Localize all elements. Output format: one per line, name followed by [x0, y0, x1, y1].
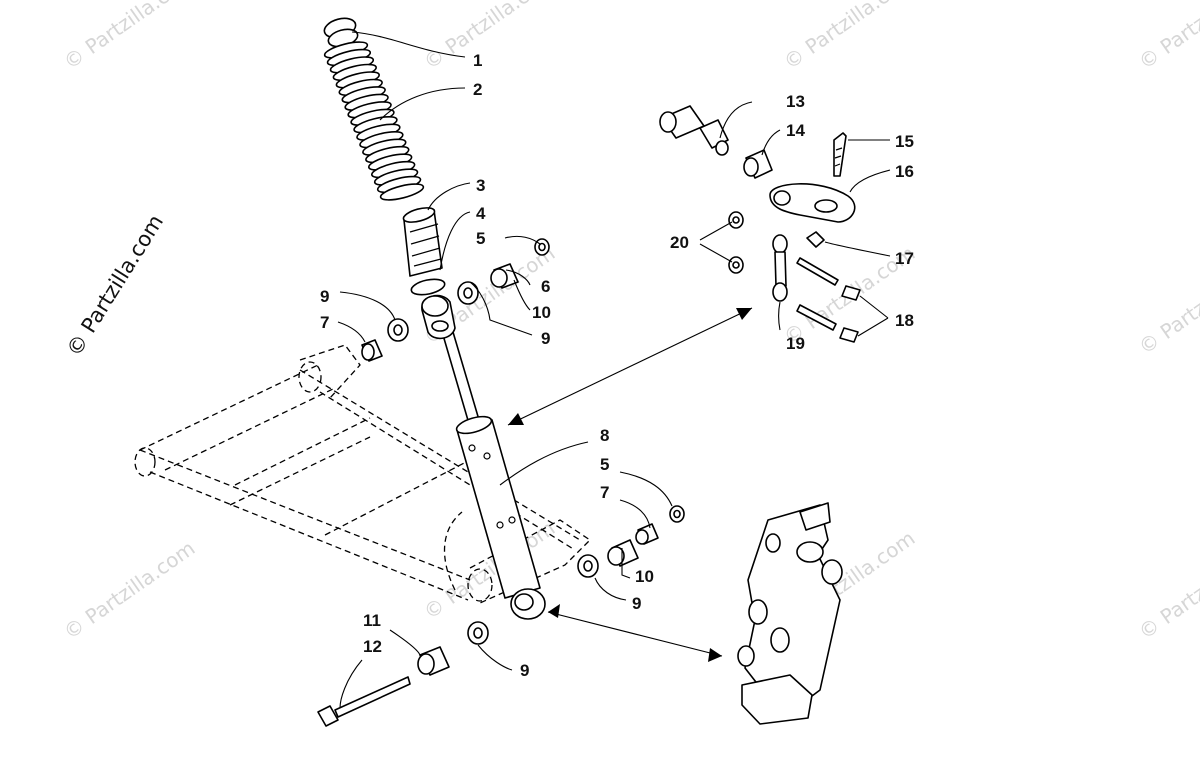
- washer-9-lower-right: [577, 554, 599, 578]
- callout-9: 9: [632, 594, 641, 613]
- spring-washer: [410, 278, 446, 296]
- callout-10: 10: [532, 303, 551, 322]
- watermark: © Partzilla.com: [779, 0, 919, 74]
- nut-20-upper: [728, 211, 744, 229]
- callout-19: 19: [786, 334, 805, 353]
- callout-5: 5: [476, 229, 485, 248]
- callout-2: 2: [473, 80, 482, 99]
- bump-stop: [402, 207, 443, 277]
- leader-lines: [337, 31, 891, 709]
- watermark: © Partzilla.com: [1134, 0, 1200, 74]
- callout-10: 10: [635, 567, 654, 586]
- callout-7: 7: [600, 483, 609, 502]
- bushing-11: [417, 646, 450, 676]
- callout-labels: 1 2 3 4 5 6 10 9 9 7 13 14 15 16 17 18 1…: [320, 51, 914, 680]
- coil-spring: [323, 41, 425, 201]
- tie-rod-19: [772, 234, 788, 302]
- bolt-15: [833, 132, 847, 177]
- spring-coil: [379, 183, 425, 201]
- sleeve-7-upper: [361, 339, 383, 362]
- callout-1: 1: [473, 51, 482, 70]
- bolt-18-lower: [796, 304, 859, 343]
- shock-top-eye: [421, 294, 456, 340]
- lower-hardware: [317, 505, 685, 727]
- callout-3: 3: [476, 176, 485, 195]
- callout-16: 16: [895, 162, 914, 181]
- bushing-10-upper: [490, 263, 519, 289]
- bushing-14: [743, 149, 773, 179]
- watermark: © Partzilla.com: [419, 0, 559, 74]
- bolt-12: [317, 676, 411, 727]
- callout-11: 11: [363, 611, 381, 630]
- shock-body: [455, 415, 541, 599]
- watermark: © Partzilla.com: [1134, 536, 1200, 644]
- callout-7: 7: [320, 313, 329, 332]
- callout-14: 14: [786, 121, 805, 140]
- callout-18: 18: [895, 311, 914, 330]
- callout-13: 13: [786, 92, 805, 111]
- upper-hardware: [361, 238, 550, 362]
- callout-17: 17: [895, 249, 914, 268]
- callout-8: 8: [600, 426, 609, 445]
- steering-linkage: [659, 105, 861, 343]
- nut-5-lower: [669, 505, 685, 523]
- a-arm: [134, 344, 592, 604]
- watermark: © Partzilla.com: [1134, 251, 1200, 359]
- spindle: [737, 502, 843, 725]
- watermark: © Partzilla.com: [59, 0, 199, 74]
- watermark: © Partzilla.com: [59, 536, 199, 644]
- sleeve-7-lower: [635, 523, 659, 545]
- callout-15: 15: [895, 132, 914, 151]
- bushing-10-lower: [607, 539, 639, 567]
- callout-9: 9: [541, 329, 550, 348]
- callout-5: 5: [600, 455, 609, 474]
- callout-9: 9: [520, 661, 529, 680]
- callout-20: 20: [670, 233, 689, 252]
- washer-9-upper-left: [387, 318, 409, 342]
- side-watermark: © Partzilla.com: [62, 210, 168, 360]
- shock-bottom-eye: [510, 588, 546, 620]
- steering-arm-16: [769, 183, 856, 223]
- nut-20-lower: [728, 256, 744, 274]
- washer-9-lower-left: [467, 621, 489, 645]
- arrows: [507, 307, 753, 662]
- callout-4: 4: [476, 204, 486, 223]
- washer-9-upper-right: [457, 281, 479, 305]
- nut-17: [806, 231, 825, 248]
- callout-6: 6: [541, 277, 550, 296]
- callout-12: 12: [363, 637, 382, 656]
- callout-9: 9: [320, 287, 329, 306]
- steering-shaft-end: [659, 105, 729, 156]
- bolt-18-upper: [796, 257, 861, 301]
- spring-shock-assembly: [323, 17, 546, 620]
